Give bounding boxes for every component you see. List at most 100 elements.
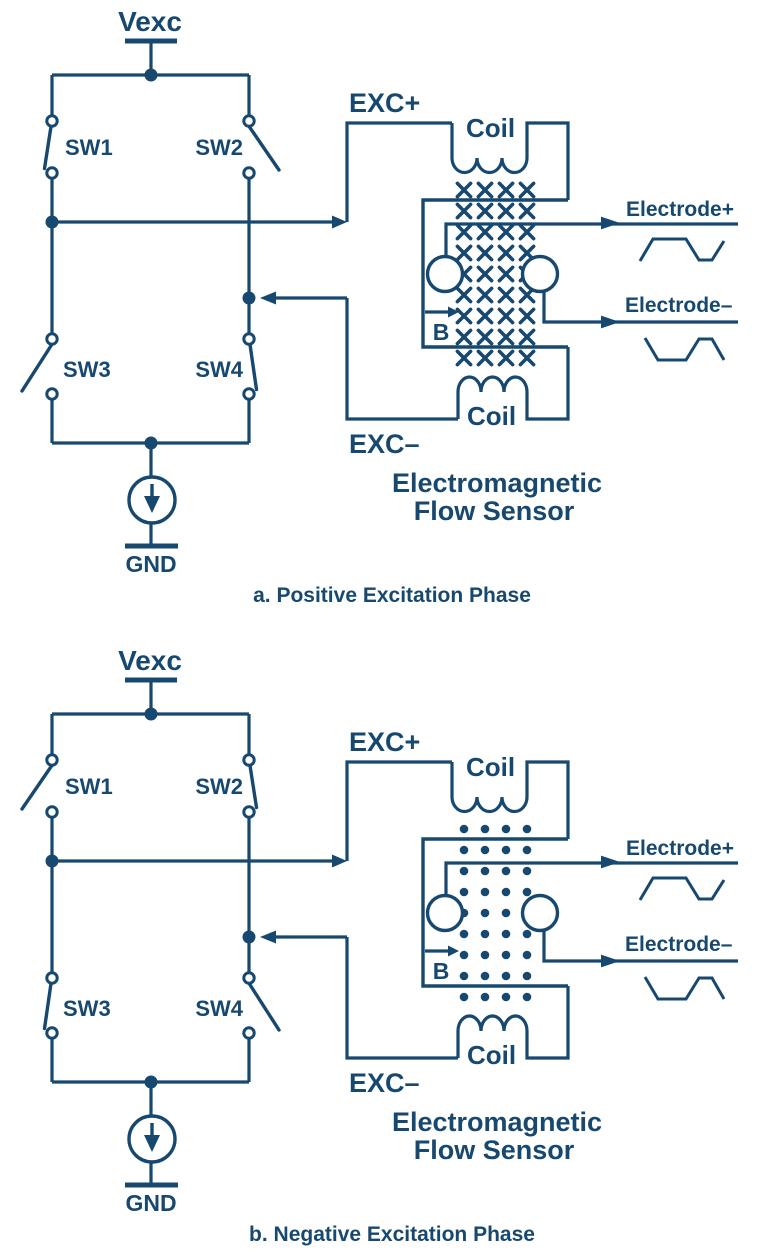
sw2-terminal-top	[242, 753, 256, 767]
sw2-label: SW2	[195, 135, 243, 160]
field-out-of-page-marker-icon	[501, 950, 511, 960]
sw1-blade	[20, 764, 54, 811]
field-out-of-page-marker-icon	[459, 950, 469, 960]
sw2-terminal-top	[242, 114, 256, 128]
h-bridge-wires	[50, 43, 347, 546]
field-out-of-page-marker-icon	[480, 950, 490, 960]
field-out-of-page-marker-icon	[480, 929, 490, 939]
field-into-page-marker-icon	[455, 286, 473, 304]
sw2-terminal-bottom	[242, 166, 256, 180]
junction-dot	[242, 291, 256, 305]
exc-plus-label: EXC+	[349, 88, 420, 118]
field-out-of-page-marker-icon	[501, 992, 511, 1002]
gnd-label: GND	[125, 551, 176, 577]
field-into-page-marker-icon	[497, 286, 515, 304]
field-out-of-page-marker-icon	[522, 887, 532, 897]
h-bridge-wires	[50, 682, 347, 1185]
field-into-page-marker-icon	[497, 265, 515, 283]
field-out-of-page-marker-icon	[480, 866, 490, 876]
field-out-of-page-marker-icon	[501, 866, 511, 876]
switch-sw4: SW4	[195, 332, 259, 401]
field-out-of-page-marker-icon	[480, 824, 490, 834]
coil-bottom-label: Coil	[467, 1040, 516, 1070]
electrode-minus-arrowhead-icon	[601, 954, 620, 968]
coil-top-label: Coil	[466, 113, 515, 143]
sw3-label: SW3	[63, 996, 111, 1021]
field-out-of-page-marker-icon	[501, 929, 511, 939]
b-field-arrowhead-icon	[448, 945, 459, 957]
coil-top-label: Coil	[466, 752, 515, 782]
junction-dot	[144, 68, 158, 82]
field-into-page-marker-icon	[455, 202, 473, 220]
coil-bottom-label: Coil	[467, 401, 516, 431]
field-out-of-page-marker-icon	[459, 866, 469, 876]
field-into-page-marker-icon	[497, 223, 515, 241]
sw3-terminal-top	[45, 971, 59, 985]
electrode-left	[425, 254, 465, 294]
vexc-label: Vexc	[118, 645, 182, 676]
sw3-terminal-bottom	[45, 387, 59, 401]
switch-sw2: SW2	[195, 753, 259, 819]
b-field-label: B	[433, 319, 450, 345]
field-into-page-marker-icon	[476, 307, 494, 325]
field-out-of-page-marker-icon	[522, 929, 532, 939]
switch-sw3: SW3	[20, 332, 111, 401]
field-into-page-marker-icon	[455, 223, 473, 241]
field-out-of-page-marker-icon	[522, 845, 532, 855]
b-field-indicator	[425, 945, 459, 957]
field-into-page-marker-icon	[476, 244, 494, 262]
electrode-minus-waveform-icon	[643, 976, 726, 1001]
field-out-of-page-marker-icon	[480, 992, 490, 1002]
switch-sw1: SW1	[20, 753, 113, 819]
electrode-minus-waveform-icon	[643, 337, 726, 362]
field-into-page-marker-icon	[497, 181, 515, 199]
field-out-of-page-marker-icon	[459, 971, 469, 981]
exc-minus-label: EXC–	[349, 1068, 420, 1098]
sw1-label: SW1	[65, 774, 113, 799]
sensor-pipe	[421, 837, 568, 988]
junction-dot	[242, 930, 256, 944]
electrode-right	[520, 893, 560, 933]
electrode-minus-label: Electrode–	[625, 933, 733, 956]
field-into-page-marker-icon	[518, 181, 536, 199]
field-out-of-page-marker-icon	[501, 971, 511, 981]
exc-plus-arrowhead-icon	[332, 854, 347, 868]
coil-bottom	[456, 986, 570, 1060]
field-into-page-marker-icon	[455, 244, 473, 262]
exc-minus-wire	[345, 298, 458, 421]
sw3-terminal-bottom	[45, 1026, 59, 1040]
field-out-of-page-marker-icon	[480, 908, 490, 918]
sw4-label: SW4	[195, 996, 243, 1021]
junction-dot	[144, 707, 158, 721]
b-field-label: B	[433, 958, 450, 984]
electrode-plus-label: Electrode+	[626, 837, 734, 860]
field-into-page-marker-icon	[497, 328, 515, 346]
electrode-plus-arrowhead-icon	[601, 216, 620, 230]
field-out-of-page-marker-icon	[459, 824, 469, 834]
field-into-page-marker-icon	[518, 202, 536, 220]
switch-sw4: SW4	[195, 971, 281, 1040]
sw4-terminal-bottom	[242, 1026, 256, 1040]
field-into-page-marker-icon	[476, 265, 494, 283]
sensor-name-line1: Electromagnetic	[392, 1107, 602, 1137]
field-into-page-marker-icon	[518, 223, 536, 241]
field-into-page-marker-icon	[476, 223, 494, 241]
field-out-of-page-marker-icon	[501, 887, 511, 897]
electrode-minus-wire	[542, 930, 738, 963]
vexc-label: Vexc	[118, 6, 182, 37]
electrode-minus-label: Electrode–	[625, 294, 733, 317]
field-into-page-marker-icon	[518, 349, 536, 367]
junction-dot	[45, 854, 59, 868]
field-into-page-marker-icon	[455, 328, 473, 346]
field-out-of-page-marker-icon	[501, 845, 511, 855]
current-source-arrowhead-icon	[144, 1135, 160, 1152]
sw2-blade	[247, 125, 281, 172]
field-into-page-marker-icon	[497, 349, 515, 367]
field-into-page-marker-icon	[497, 307, 515, 325]
field-out-of-page-marker-icon	[480, 971, 490, 981]
sw4-blade	[248, 342, 259, 392]
field-into-page-marker-icon	[455, 349, 473, 367]
switch-sw1: SW1	[42, 114, 113, 180]
field-out-of-page-marker-icon	[522, 866, 532, 876]
